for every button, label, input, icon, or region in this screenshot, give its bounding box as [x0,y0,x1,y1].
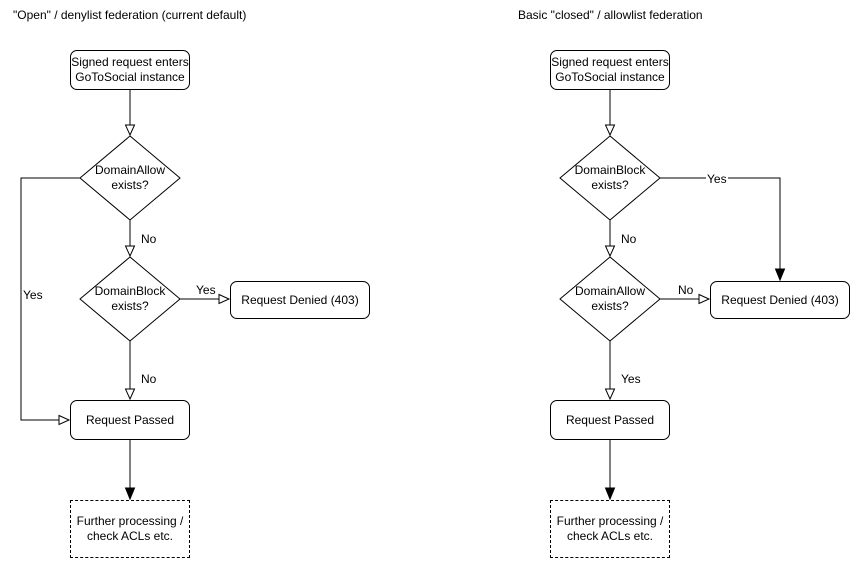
left-denied-label: Request Denied (403) [241,292,359,307]
right-passed-label: Request Passed [565,412,655,427]
right-denied-node: Request Denied (403) [710,281,850,319]
left-decision2-diamond [79,256,181,342]
right-edge-label-decision2-yes: Yes [620,372,642,386]
right-decision1-diamond [559,135,661,221]
left-start-node: Signed request enters GoToSocial instanc… [70,50,190,90]
right-passed-node: Request Passed [550,400,670,440]
left-edge-label-decision2-yes: Yes [195,283,217,297]
right-edge-label-decision2-no: No [677,283,695,297]
right-chart-title: Basic "closed" / allowlist federation [518,8,703,22]
right-edge-label-decision1-no: No [620,232,638,246]
left-edge-label-decision1-no: No [140,232,158,246]
right-decision2-diamond [559,256,661,342]
right-further-processing-node: Further processing / check ACLs etc. [550,500,670,558]
right-decision1-yes-to-denied-connector [660,177,786,282]
right-denied-label: Request Denied (403) [721,292,839,307]
left-further-label-line2: check ACLs etc. [86,529,174,543]
left-passed-label: Request Passed [85,412,175,427]
left-edge-label-decision1-yes: Yes [22,288,44,302]
right-edge-label-decision1-yes: Yes [706,172,728,186]
left-chart-title: "Open" / denylist federation (current de… [13,8,247,22]
left-start-label-line2: GoToSocial instance [75,70,185,84]
right-further-label-line1: Further processing / [556,514,664,528]
left-edge-label-decision2-no: No [140,372,158,386]
right-further-label-line2: check ACLs etc. [566,529,654,543]
left-further-processing-node: Further processing / check ACLs etc. [70,500,190,558]
right-start-label-line2: GoToSocial instance [555,70,665,84]
left-start-label-line1: Signed request enters [71,55,189,69]
right-start-label-line1: Signed request enters [551,55,669,69]
left-decision1-yes-loop-connector [20,177,80,426]
left-decision1-diamond [79,135,181,221]
left-denied-node: Request Denied (403) [230,281,370,319]
right-start-node: Signed request enters GoToSocial instanc… [550,50,670,90]
left-passed-node: Request Passed [70,400,190,440]
left-further-label-line1: Further processing / [76,514,184,528]
